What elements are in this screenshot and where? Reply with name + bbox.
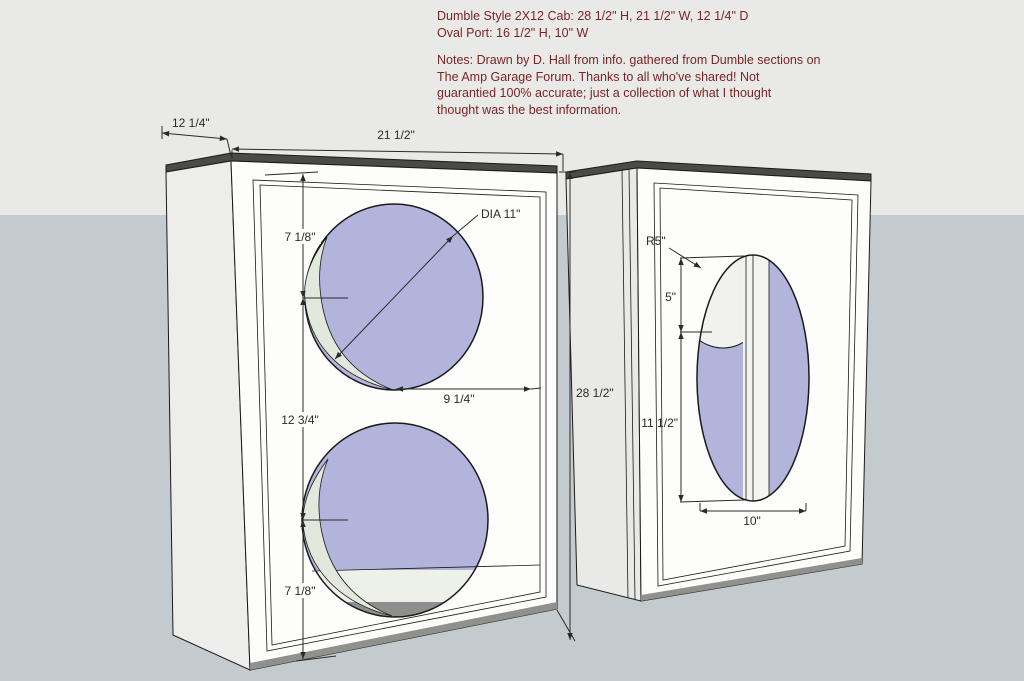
notes-spacer xyxy=(437,41,857,52)
notes-line-4: thought was the best information. xyxy=(437,102,622,117)
left-cab-bottom-band xyxy=(250,602,557,670)
title-line-1: Dumble Style 2X12 Cab: 28 1/2" H, 21 1/2… xyxy=(437,9,749,23)
dim-vert-ext-bottom xyxy=(295,655,337,662)
dimensions-left-cab: 12 1/4" 21 1/2" 7 1/8" 12 3/4" 7 1/8" DI… xyxy=(161,116,614,662)
right-cab-side-frame-line1 xyxy=(621,169,629,599)
notes-line-3: guarantied 100% accurate; just a collect… xyxy=(437,86,772,100)
right-cab-frame-outer xyxy=(653,182,859,587)
dim-diameter-line xyxy=(334,235,454,360)
right-cab-side-frame-line2 xyxy=(628,168,636,601)
dim-depth-label: 12 1/4" xyxy=(172,116,210,130)
dim-spacing-label-bg xyxy=(275,412,325,427)
dim-depth-ext xyxy=(226,138,232,157)
dim-vert-ext-top xyxy=(264,171,319,176)
back-panel-bottom-edge xyxy=(311,564,541,572)
left-cab-frame-inner xyxy=(259,184,541,646)
speaker-hole-bottom-back-panel xyxy=(302,423,488,617)
dim-port-lower-ext xyxy=(679,499,745,503)
dim-height-label: 28 1/2" xyxy=(576,386,614,400)
dim-top-offset-label-bg xyxy=(279,229,321,244)
dim-spacing-label: 12 3/4" xyxy=(281,413,319,427)
dim-bottom-offset-label: 7 1/8" xyxy=(285,584,316,598)
dim-diameter-label: DIA 11" xyxy=(481,207,520,221)
dim-diameter-leader xyxy=(452,214,479,237)
dim-bottom-offset-label-bg xyxy=(279,583,321,598)
dim-center-edge-ext xyxy=(530,387,542,390)
dim-width-line xyxy=(231,146,564,157)
dim-port-lower-label: 11 1/2" xyxy=(641,416,678,430)
notes-line-2: The Amp Garage Forum. Thanks to all who'… xyxy=(437,69,760,84)
dim-radius-label: R5" xyxy=(646,234,666,248)
notes-line-1: Notes: Drawn by D. Hall from info. gathe… xyxy=(437,53,821,67)
dim-port-width-label: 10" xyxy=(743,514,761,528)
dim-top-offset-label: 7 1/8" xyxy=(285,230,316,244)
right-cab-bottom-band xyxy=(641,558,862,601)
dimensions-right-cab: R5" 5" 11 1/2" 10" xyxy=(641,234,807,528)
dim-port-top-label: 5" xyxy=(665,290,676,304)
dim-width-label: 21 1/2" xyxy=(377,128,415,142)
dim-port-top-ext1 xyxy=(679,255,745,259)
oval-port-board-edge xyxy=(743,255,769,501)
left-cabinet xyxy=(165,152,558,671)
right-cab-frame-inner xyxy=(659,187,853,581)
dim-center-edge-label: 9 1/4" xyxy=(444,392,475,406)
oval-port-outline xyxy=(696,254,810,502)
title-notes-block: Dumble Style 2X12 Cab: 28 1/2" H, 21 1/2… xyxy=(437,8,857,118)
left-cab-frame-outer xyxy=(252,179,547,652)
dim-depth-line xyxy=(161,130,228,142)
right-cabinet xyxy=(565,160,872,602)
title-line-2: Oval Port: 16 1/2" H, 10" W xyxy=(437,25,589,40)
